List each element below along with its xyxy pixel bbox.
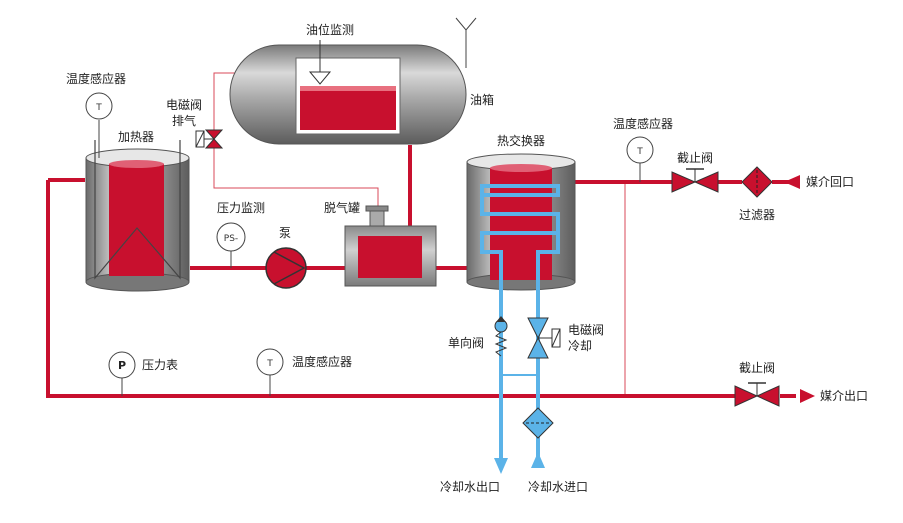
medium-return-label: 媒介回口	[806, 175, 854, 189]
temp-sensor-heater: T	[85, 92, 113, 158]
temp-symbol: T	[266, 359, 273, 369]
temp-sensor-heater-label: 温度感应器	[66, 71, 126, 86]
solenoid-valve-icon	[195, 129, 224, 149]
cooling-water-in-label: 冷却水进口	[528, 480, 588, 494]
vent-line-to-degasser	[213, 148, 379, 212]
oil-level-monitor-label: 油位监测	[306, 22, 354, 37]
heater	[85, 140, 190, 292]
heating-element-icon	[94, 140, 181, 280]
solenoid-cool-label-1: 电磁阀	[568, 322, 604, 337]
outlet-arrow-icon	[800, 389, 815, 403]
shutoff-valve-return-label: 截止阀	[677, 151, 713, 165]
temp-sensor-outlet: T	[256, 348, 284, 396]
heat-exchanger-label: 热交换器	[497, 133, 545, 148]
temp-symbol: T	[636, 147, 643, 157]
degasser	[344, 205, 437, 287]
pump-label: 泵	[279, 226, 291, 240]
solenoid-vent-label-2: 排气	[172, 113, 196, 128]
pressure-symbol: P	[118, 359, 126, 372]
outlet-pipe	[46, 180, 735, 398]
temp-sensor-return: T	[626, 136, 654, 182]
water-out-arrow-icon	[494, 458, 508, 474]
cooling-solenoid-valve	[527, 317, 561, 359]
pressure-switch: PS-	[216, 222, 246, 268]
water-filter-icon	[522, 407, 554, 439]
shutoff-valve-outlet-label: 截止阀	[739, 361, 775, 375]
filter-label: 过滤器	[739, 208, 775, 222]
degasser-label: 脱气罐	[324, 200, 360, 215]
pressure-monitor-label: 压力监测	[217, 201, 265, 215]
vent-antenna-icon	[455, 17, 477, 31]
water-in-arrow-icon	[531, 452, 545, 468]
oil-tank-label: 油箱	[470, 92, 494, 107]
pressure-gauge-label: 压力表	[142, 358, 178, 372]
solenoid-cool-label-2: 冷却	[568, 339, 592, 353]
solenoid-vent-label-1: 电磁阀	[166, 97, 202, 112]
pressure-gauge: P	[108, 351, 136, 396]
temp-sensor-outlet-label: 温度感应器	[292, 354, 352, 369]
heater-label: 加热器	[118, 130, 154, 144]
oil-tank	[229, 17, 477, 145]
check-valve-label: 单向阀	[448, 335, 484, 350]
return-arrow-icon	[784, 175, 800, 189]
shutoff-valve-return	[671, 168, 719, 193]
medium-outlet-label: 媒介出口	[820, 389, 868, 403]
temp-symbol: T	[95, 103, 102, 113]
check-valve-icon	[494, 316, 508, 357]
temp-sensor-return-label: 温度感应器	[613, 116, 673, 131]
pump-icon	[265, 247, 307, 289]
shutoff-valve-outlet	[734, 382, 780, 407]
filter-icon	[741, 166, 773, 198]
pressure-switch-symbol: PS-	[224, 234, 238, 244]
coil-inlet-path	[480, 184, 560, 466]
cooling-water-out-label: 冷却水出口	[440, 480, 500, 494]
